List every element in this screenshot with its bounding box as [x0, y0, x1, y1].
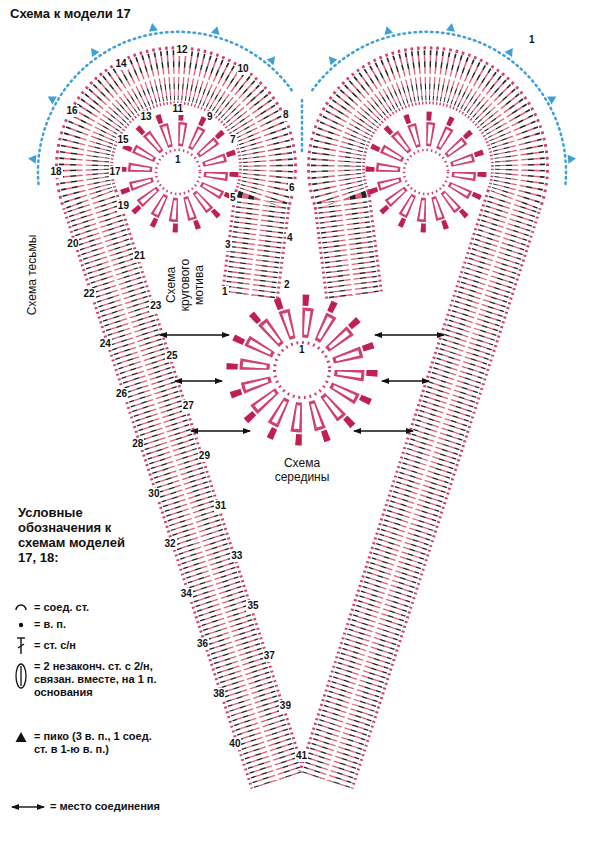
row-number: 26: [115, 388, 128, 400]
row-number: 1: [298, 344, 306, 356]
row-number: 38: [212, 688, 225, 700]
legend-text: = место соединения: [50, 800, 160, 813]
cluster-symbol: [16, 664, 26, 688]
chart-title: Схема к модели 17: [10, 6, 131, 21]
slip-stitch-symbol: [16, 605, 26, 610]
row-number: 16: [66, 105, 79, 117]
motif-caption: Схема середины: [262, 456, 342, 484]
row-number: 7: [229, 134, 237, 146]
braid-right: [326, 75, 520, 780]
row-number: 8: [282, 109, 290, 121]
row-number: 28: [131, 438, 144, 450]
row-number: 14: [115, 58, 128, 70]
row-number: 4: [286, 232, 294, 244]
row-number: 27: [182, 400, 195, 412]
round-motif: [370, 116, 482, 228]
row-number: 12: [176, 44, 189, 56]
row-number: 40: [228, 738, 241, 750]
vertical-caption: Схема кругового мотива: [164, 253, 206, 317]
row-number: 25: [165, 350, 178, 362]
row-number: 13: [140, 111, 153, 123]
picot-symbol: [16, 732, 27, 742]
round-motif: [122, 116, 234, 228]
row-number: 41: [295, 750, 308, 762]
row-number: 19: [117, 200, 130, 212]
legend-text: = в. п.: [34, 618, 66, 631]
row-number: 3: [224, 239, 232, 251]
row-number: 31: [214, 500, 227, 512]
row-number: 37: [263, 650, 276, 662]
row-number: 23: [149, 300, 162, 312]
row-number: 34: [180, 588, 193, 600]
vertical-caption: Схема тесьмы: [25, 235, 39, 316]
row-number: 15: [117, 134, 130, 146]
join-arrows: [160, 335, 444, 431]
dc-symbol: [17, 638, 25, 654]
row-number: 36: [196, 638, 209, 650]
row-number: 18: [50, 166, 63, 178]
chain-symbol: [19, 623, 23, 627]
row-number: 1: [528, 34, 536, 46]
join-symbol: [12, 806, 44, 807]
row-number: 22: [83, 288, 96, 300]
row-number: 1: [174, 154, 182, 166]
center-motif: [232, 300, 372, 440]
row-number: 29: [198, 450, 211, 462]
row-number: 32: [164, 538, 177, 550]
legend-heading: Условные обозначения к схемам моделей 17…: [18, 505, 138, 565]
legend-symbols: [12, 605, 44, 807]
row-number: 5: [229, 192, 237, 204]
legend-text: = 2 незаконч. ст. с 2/н, связан. вместе,…: [34, 660, 184, 699]
row-number: 21: [133, 250, 146, 262]
row-number: 39: [279, 700, 292, 712]
row-number: 17: [109, 166, 122, 178]
row-number: 1: [221, 286, 229, 298]
row-number: 30: [147, 488, 160, 500]
row-number: 33: [230, 550, 243, 562]
row-number: 20: [66, 238, 79, 250]
row-number: 11: [172, 103, 185, 115]
row-number: 9: [206, 111, 214, 123]
joining-chain: [301, 100, 304, 155]
row-number: 10: [237, 63, 250, 75]
row-number: 35: [246, 600, 259, 612]
row-number: 2: [283, 279, 291, 291]
row-number: 24: [99, 338, 112, 350]
row-number: 6: [288, 182, 296, 194]
legend-text: = пико (3 в. п., 1 соед. ст. в 1-ю в. п.…: [34, 730, 154, 756]
legend-text: = соед. ст.: [34, 601, 89, 614]
legend-text: = ст. с/н: [34, 639, 76, 652]
